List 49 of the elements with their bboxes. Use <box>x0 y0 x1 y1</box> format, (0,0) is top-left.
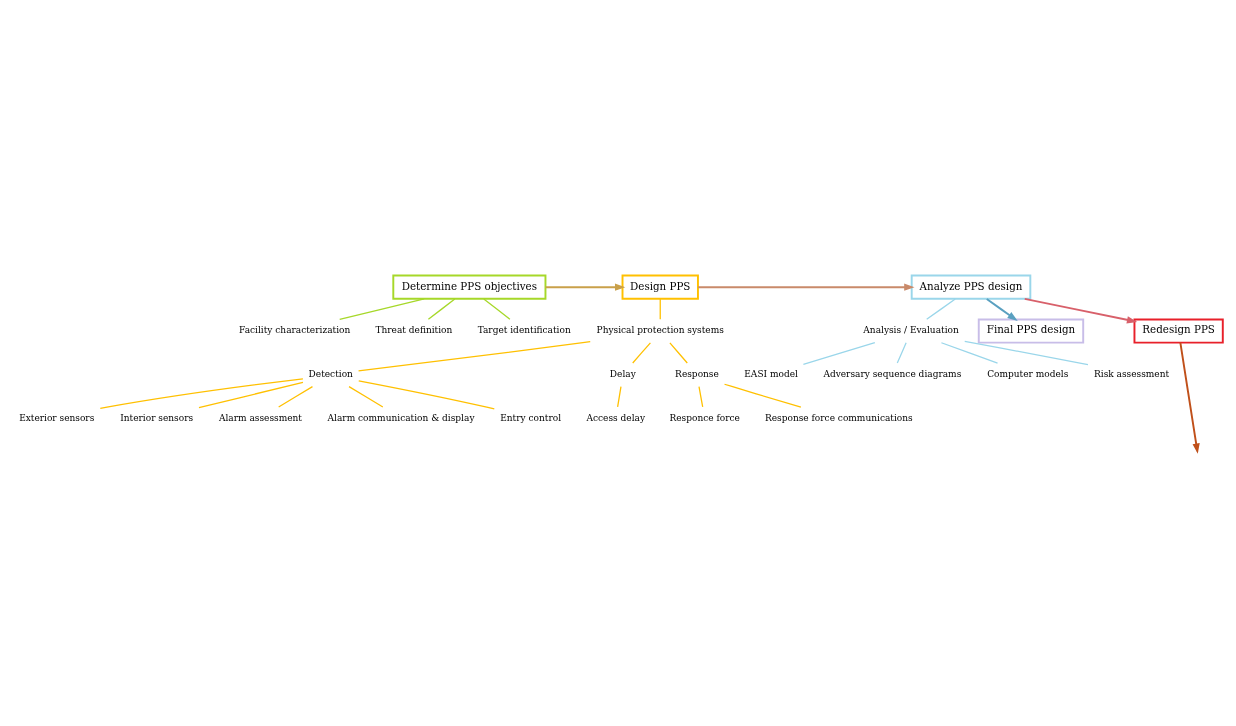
node-text: Threat definition <box>375 324 453 335</box>
connector <box>964 340 1089 365</box>
connector <box>348 385 384 408</box>
node-text: Alarm communication & display <box>327 412 475 423</box>
node-text: Response <box>675 368 719 379</box>
node-text: Physical protection systems <box>596 324 724 335</box>
node-text: Target identification <box>477 324 571 335</box>
node-box: Redesign PPS <box>1133 317 1224 344</box>
arrow <box>1023 297 1138 323</box>
node-text: Analysis / Evaluation <box>863 324 959 335</box>
connector <box>99 377 304 409</box>
node-text: Adversary sequence diagrams <box>823 368 962 379</box>
connector <box>616 385 622 407</box>
connector <box>669 341 688 364</box>
connector <box>659 297 661 320</box>
connector <box>896 341 907 364</box>
node-text: Delay <box>609 368 636 379</box>
connector <box>278 385 314 408</box>
node-text: Exterior sensors <box>19 412 95 423</box>
node-box: Design PPS <box>621 274 699 300</box>
node-text: Facility characterization <box>239 324 351 335</box>
node-text: Response force communications <box>764 412 913 423</box>
connector <box>698 385 704 407</box>
node-text: Interior sensors <box>120 412 194 423</box>
arrow <box>985 297 1018 321</box>
connector <box>632 341 652 364</box>
arrow <box>697 283 915 291</box>
node-text: Risk assessment <box>1093 368 1170 379</box>
connector <box>723 383 802 408</box>
connector <box>427 297 456 320</box>
connector <box>940 341 999 364</box>
node-text: Alarm assessment <box>218 412 302 423</box>
node-box: Analyze PPS design <box>910 274 1032 300</box>
node-box: Final PPS design <box>977 317 1085 344</box>
connector <box>358 379 495 409</box>
node-text: Entry control <box>500 412 562 423</box>
connector <box>339 297 425 320</box>
node-text: Detection <box>308 368 353 379</box>
node-text: Computer models <box>987 368 1069 379</box>
node-text: Responce force <box>669 412 740 423</box>
connector <box>198 381 304 408</box>
node-text: EASI model <box>744 368 798 379</box>
connector <box>357 340 591 372</box>
node-text: Access delay <box>586 412 646 423</box>
connector <box>802 341 876 365</box>
connector <box>483 297 511 320</box>
arrow <box>544 283 626 291</box>
node-box: Determine PPS objectives <box>392 274 547 300</box>
connector <box>926 297 956 320</box>
